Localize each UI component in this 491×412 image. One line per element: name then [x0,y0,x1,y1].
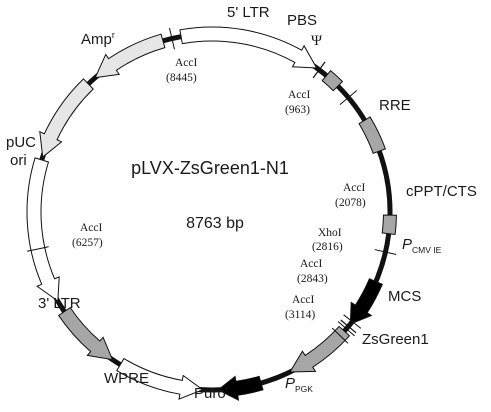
site-6257-tick [27,246,49,252]
label-p-pgk-sub: PGK [295,384,313,394]
label-p-cmv-ie-sub: CMV IE [412,245,442,255]
feature-rre-box [358,116,387,154]
feature-amp-r-arrow [94,33,166,79]
label-rre: RRE [379,97,411,114]
label-3-ltr: 3' LTR [38,295,81,312]
feature-layer [26,26,397,402]
label-puro-sup: r [226,384,229,394]
site-position-6257: (6257) [72,237,103,249]
site-2078-tick [374,249,397,256]
site-enzyme-963: AccI [288,89,311,101]
label-amp-main: Amp [81,31,112,48]
label-p-cmv-ie: PCMV IE [402,236,442,255]
label-puro-r: Puror [194,384,229,402]
plasmid-size: 8763 bp [186,215,244,232]
label-p-pgk: PPGK [285,375,313,394]
feature-puc-ori-arrow [39,78,94,158]
label-puro-main: Puro [194,385,226,402]
feature-puro-r-arrow [116,357,204,400]
feature-psi-box [321,69,344,92]
site-position-3114: (3114) [285,309,315,321]
label-zsgreen1: ZsGreen1 [362,331,429,348]
label-amp-sup: r [112,30,115,40]
feature-p-cmv-ie-arrow [349,278,383,325]
feature-wpre-arrow [57,306,114,361]
site-963-tick [339,90,358,106]
site-enzyme-8445: AccI [175,57,198,69]
site-position-8445: (8445) [166,72,197,84]
site-position-963: (963) [285,104,310,116]
label-puc: pUC [6,134,36,151]
plasmid-name: pLVX-ZsGreen1-N1 [131,158,289,178]
label-p-cmv-ie-main: P [402,236,412,253]
site-position-2078: (2078) [335,197,366,209]
feature-3-ltr-arrow [26,157,60,302]
label-ori: ori [10,152,27,169]
feature-p-pgk-arrow [217,375,264,402]
site-position-2816: (2816) [312,241,343,253]
tick-layer [27,27,397,344]
feature-cppt-cts-box [381,214,397,236]
feature-mcs-tick [340,319,357,334]
feature-zsgreen1-arrow [289,325,351,373]
site-position-2843: (2843) [297,273,328,285]
site-8445-tick [168,27,175,50]
label-5-ltr: 5' LTR [227,4,270,21]
site-enzyme-2816: XhoI [318,227,342,239]
label-p-pgk-main: P [285,375,295,392]
site-enzyme-2843: AccI [300,258,323,270]
site-2843-tick [337,321,355,337]
label-psi: Ψ [311,33,323,49]
feature-pbs-tick [312,61,326,79]
label-mcs: MCS [388,288,421,305]
site-3114-tick [331,327,349,344]
site-enzyme-3114: AccI [292,294,315,306]
feature-5-ltr-arrow [179,26,318,69]
label-amp-r: Ampr [81,30,115,48]
site-enzyme-2078: AccI [343,182,366,194]
label-cppt-cts: cPPT/CTS [406,183,477,200]
label-wpre: WPRE [104,370,149,387]
site-enzyme-6257: AccI [80,222,103,234]
site-2816-tick [343,314,362,329]
label-pbs: PBS [287,12,317,29]
